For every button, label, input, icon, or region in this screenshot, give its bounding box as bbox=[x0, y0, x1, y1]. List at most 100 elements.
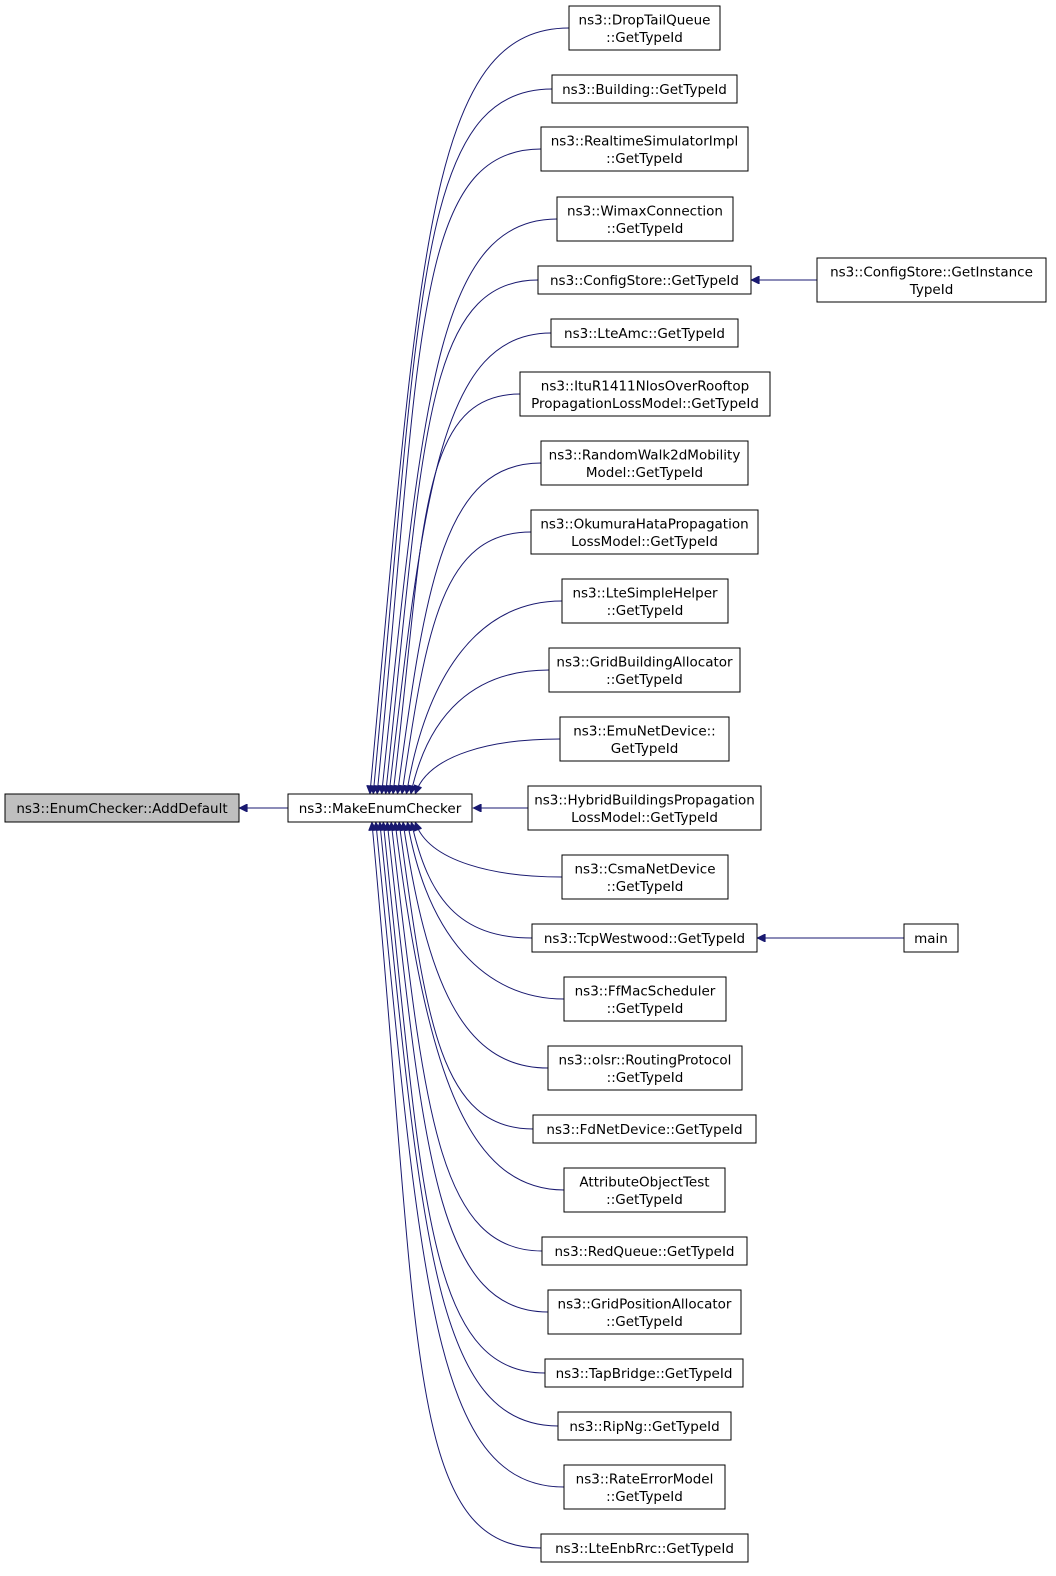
node-label: ::GetTypeId bbox=[607, 1070, 684, 1086]
node-label: ::GetTypeId bbox=[606, 1192, 683, 1208]
node-label: LossModel::GetTypeId bbox=[571, 810, 718, 826]
node-box bbox=[816, 257, 1047, 303]
node-box bbox=[557, 1411, 732, 1441]
node-adddefault: ns3::EnumChecker::AddDefault bbox=[4, 793, 240, 823]
node-emunetdevice[interactable]: ns3::EmuNetDevice::GetTypeId bbox=[559, 716, 730, 762]
node-label: ns3::RateErrorModel bbox=[576, 1471, 714, 1487]
node-rateerrormodel[interactable]: ns3::RateErrorModel::GetTypeId bbox=[563, 1464, 726, 1510]
node-label: ns3::TapBridge::GetTypeId bbox=[556, 1366, 733, 1382]
node-makeenumchecker[interactable]: ns3::MakeEnumChecker bbox=[287, 793, 473, 823]
node-lteamc[interactable]: ns3::LteAmc::GetTypeId bbox=[550, 318, 739, 348]
node-label: ns3::Building::GetTypeId bbox=[562, 82, 727, 98]
node-label: ::GetTypeId bbox=[606, 151, 683, 167]
node-label: ::GetTypeId bbox=[606, 30, 683, 46]
node-building[interactable]: ns3::Building::GetTypeId bbox=[551, 74, 738, 104]
node-label: ::GetTypeId bbox=[606, 1314, 683, 1330]
node-label: ns3::ItuR1411NlosOverRooftop bbox=[541, 378, 749, 394]
node-fdnetdevice[interactable]: ns3::FdNetDevice::GetTypeId bbox=[532, 1114, 757, 1144]
node-box bbox=[561, 854, 729, 900]
node-box bbox=[559, 716, 730, 762]
nodes-layer: ns3::EnumChecker::AddDefault ns3::MakeEnu… bbox=[4, 5, 1047, 1563]
edge-ripng-to-makeenumchecker bbox=[380, 823, 559, 1427]
node-csmanetdevice[interactable]: ns3::CsmaNetDevice::GetTypeId bbox=[561, 854, 729, 900]
edge-ffmacscheduler-to-makeenumchecker bbox=[408, 823, 565, 1000]
node-label: ns3::OkumuraHataPropagation bbox=[540, 516, 748, 532]
node-gridbuildingallocator[interactable]: ns3::GridBuildingAllocator::GetTypeId bbox=[548, 647, 741, 693]
node-box bbox=[4, 793, 240, 823]
node-box bbox=[532, 1114, 757, 1144]
node-label: ns3::olsr::RoutingProtocol bbox=[559, 1052, 732, 1068]
node-label: main bbox=[914, 931, 948, 947]
node-realtimesimulatorimpl[interactable]: ns3::RealtimeSimulatorImpl::GetTypeId bbox=[540, 126, 749, 172]
node-label: ns3::FfMacScheduler bbox=[575, 983, 716, 999]
edge-realtimesimulatorimpl-to-makeenumchecker bbox=[377, 148, 542, 793]
node-label: ns3::ConfigStore::GetTypeId bbox=[550, 273, 739, 289]
node-label: ns3::GridBuildingAllocator bbox=[556, 654, 733, 670]
node-label: ns3::EmuNetDevice:: bbox=[573, 723, 715, 739]
node-label: ns3::DropTailQueue bbox=[579, 12, 711, 28]
edge-lteamc-to-makeenumchecker bbox=[389, 332, 552, 793]
node-box bbox=[548, 647, 741, 693]
node-label: ns3::LteAmc::GetTypeId bbox=[564, 326, 725, 342]
node-box bbox=[561, 578, 729, 624]
node-tapbridge[interactable]: ns3::TapBridge::GetTypeId bbox=[544, 1358, 744, 1388]
node-label: ns3::LteEnbRrc::GetTypeId bbox=[555, 1541, 734, 1557]
edge-lteenbrrc-to-makeenumchecker bbox=[372, 823, 542, 1549]
edge-csmanetdevice-to-makeenumchecker bbox=[416, 823, 563, 878]
node-label: ns3::RedQueue::GetTypeId bbox=[555, 1244, 735, 1260]
edge-itur1411-to-makeenumchecker bbox=[393, 393, 521, 793]
node-itur1411[interactable]: ns3::ItuR1411NlosOverRooftopPropagationL… bbox=[519, 371, 771, 417]
node-box bbox=[540, 1533, 749, 1563]
node-label: ::GetTypeId bbox=[606, 1489, 683, 1505]
node-droptailqueue[interactable]: ns3::DropTailQueue::GetTypeId bbox=[568, 5, 721, 51]
edge-emunetdevice-to-makeenumchecker bbox=[416, 738, 561, 793]
node-label: ns3::TcpWestwood::GetTypeId bbox=[544, 931, 745, 947]
node-box bbox=[540, 440, 749, 486]
node-label: ::GetTypeId bbox=[607, 1001, 684, 1017]
node-box bbox=[547, 1289, 742, 1335]
node-box bbox=[551, 74, 738, 104]
node-label: ns3::LteSimpleHelper bbox=[572, 585, 718, 601]
edge-olsr-routingprotocol-to-makeenumchecker bbox=[403, 823, 549, 1069]
node-box bbox=[531, 923, 758, 953]
node-wimaxconnection[interactable]: ns3::WimaxConnection::GetTypeId bbox=[556, 196, 734, 242]
node-box bbox=[568, 5, 721, 51]
node-tcpwestwood[interactable]: ns3::TcpWestwood::GetTypeId bbox=[531, 923, 758, 953]
node-box bbox=[541, 1236, 748, 1266]
edge-gridpositionallocator-to-makeenumchecker bbox=[387, 823, 549, 1313]
node-main[interactable]: main bbox=[903, 923, 959, 953]
edge-tapbridge-to-makeenumchecker bbox=[383, 823, 546, 1374]
node-randomwalk2d[interactable]: ns3::RandomWalk2dMobilityModel::GetTypeI… bbox=[540, 440, 749, 486]
node-label: ::GetTypeId bbox=[607, 221, 684, 237]
node-label: ns3::GridPositionAllocator bbox=[558, 1296, 732, 1312]
node-box bbox=[544, 1358, 744, 1388]
edge-redqueue-to-makeenumchecker bbox=[391, 823, 543, 1252]
edge-tcpwestwood-to-makeenumchecker bbox=[412, 823, 533, 939]
node-ripng[interactable]: ns3::RipNg::GetTypeId bbox=[557, 1411, 732, 1441]
node-gridpositionallocator[interactable]: ns3::GridPositionAllocator::GetTypeId bbox=[547, 1289, 742, 1335]
node-olsr-routingprotocol[interactable]: ns3::olsr::RoutingProtocol::GetTypeId bbox=[547, 1045, 743, 1091]
node-label: ns3::WimaxConnection bbox=[567, 203, 723, 219]
edge-configstore-to-makeenumchecker bbox=[386, 279, 539, 793]
node-hybridbuildings[interactable]: ns3::HybridBuildingsPropagationLossModel… bbox=[527, 785, 762, 831]
node-box bbox=[563, 1167, 726, 1213]
node-box bbox=[540, 126, 749, 172]
node-label: ns3::EnumChecker::AddDefault bbox=[16, 801, 227, 817]
node-label: ns3::RealtimeSimulatorImpl bbox=[551, 133, 738, 149]
node-box bbox=[519, 371, 771, 417]
node-lteenbrrc[interactable]: ns3::LteEnbRrc::GetTypeId bbox=[540, 1533, 749, 1563]
node-label: ns3::HybridBuildingsPropagation bbox=[534, 792, 755, 808]
node-configstore[interactable]: ns3::ConfigStore::GetTypeId bbox=[537, 265, 752, 295]
node-label: ::GetTypeId bbox=[606, 672, 683, 688]
node-redqueue[interactable]: ns3::RedQueue::GetTypeId bbox=[541, 1236, 748, 1266]
node-ltesimplehelper[interactable]: ns3::LteSimpleHelper::GetTypeId bbox=[561, 578, 729, 624]
node-okumurahata[interactable]: ns3::OkumuraHataPropagationLossModel::Ge… bbox=[530, 509, 759, 555]
node-ffmacscheduler[interactable]: ns3::FfMacScheduler::GetTypeId bbox=[563, 976, 727, 1022]
node-label: TypeId bbox=[909, 282, 954, 298]
node-box bbox=[563, 1464, 726, 1510]
node-box bbox=[530, 509, 759, 555]
node-attributeobjecttest[interactable]: AttributeObjectTest::GetTypeId bbox=[563, 1167, 726, 1213]
node-box bbox=[537, 265, 752, 295]
